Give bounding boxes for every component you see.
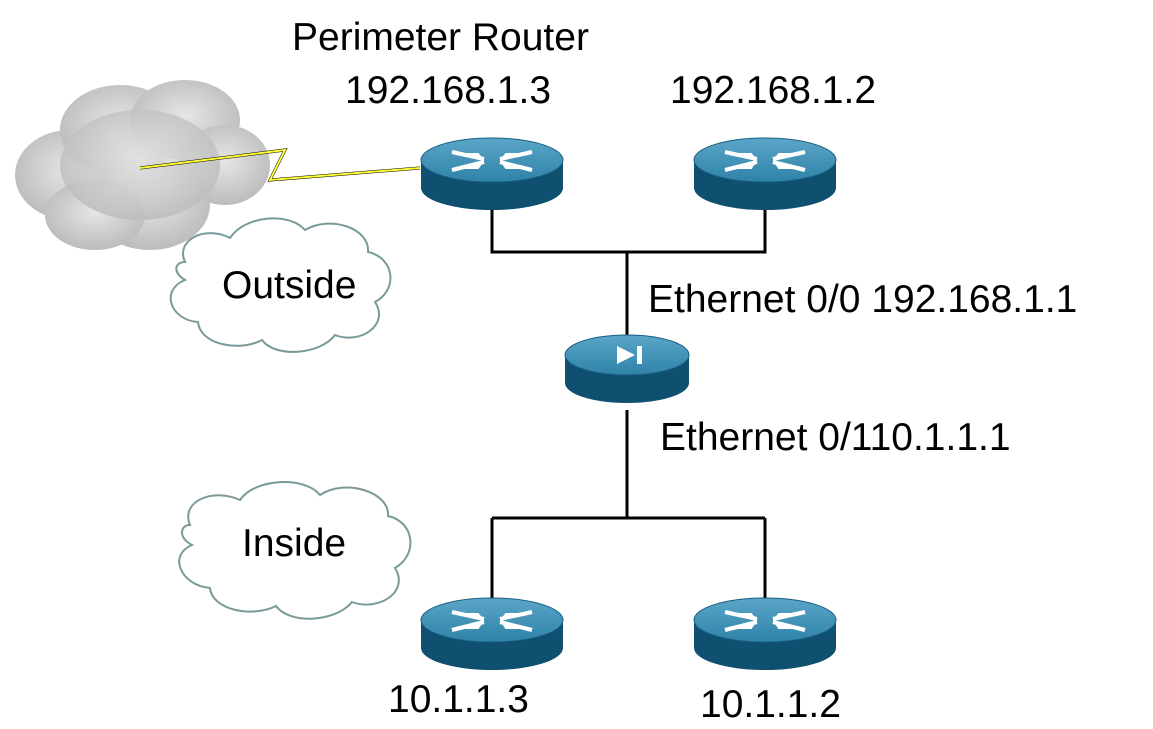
router-192-168-1-2-icon xyxy=(692,136,838,212)
inside-zone-cloud xyxy=(178,481,412,620)
perimeter-router-icon xyxy=(419,136,565,212)
internet-cloud-icon xyxy=(15,80,270,250)
perimeter-router-title: Perimeter Router xyxy=(292,16,589,59)
router-right-bottom-ip: 10.1.1.2 xyxy=(700,683,841,726)
wan-link xyxy=(139,148,421,182)
firewall-outside-interface: Ethernet 0/0 192.168.1.1 xyxy=(648,278,1077,321)
pix-firewall-icon xyxy=(564,334,690,403)
outside-zone-label: Outside xyxy=(222,264,356,307)
router-10-1-1-3-icon xyxy=(419,596,565,672)
outside-zone-cloud xyxy=(169,217,392,353)
router-right-top-ip: 192.168.1.2 xyxy=(670,69,876,112)
router-10-1-1-2-icon xyxy=(692,596,838,672)
router-left-bottom-ip: 10.1.1.3 xyxy=(388,678,529,721)
inside-zone-label: Inside xyxy=(242,522,346,565)
firewall-inside-interface: Ethernet 0/110.1.1.1 xyxy=(660,416,1011,459)
lan-links xyxy=(490,205,767,600)
perimeter-router-ip: 192.168.1.3 xyxy=(345,69,551,112)
